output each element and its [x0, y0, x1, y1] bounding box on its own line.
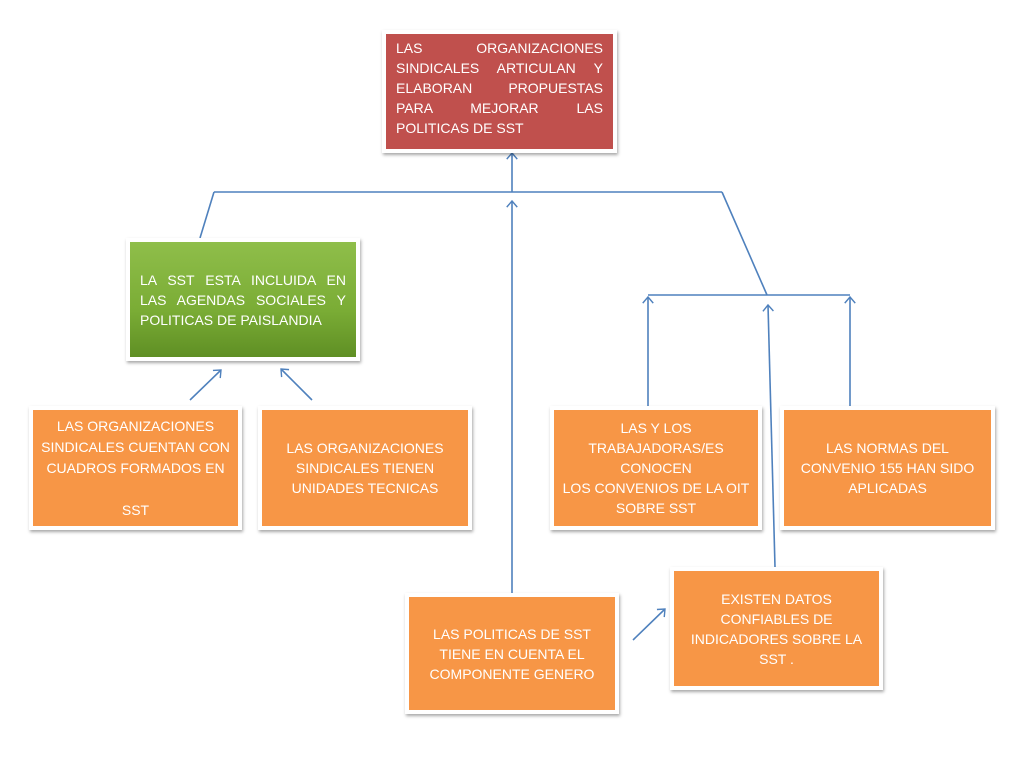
normas-box: LAS NORMAS DEL CONVENIO 155 HAN SIDO APL…: [780, 406, 995, 530]
goal-text: LAS ORGANIZACIONES SINDICALES ARTICULAN …: [396, 40, 603, 136]
agenda-text: LA SST ESTA INCLUIDA EN LAS AGENDAS SOCI…: [140, 271, 346, 328]
arrow-cuadros-to-agenda: [189, 369, 222, 401]
normas-text: LAS NORMAS DEL CONVENIO 155 HAN SIDO APL…: [800, 440, 975, 496]
goal-box: LAS ORGANIZACIONES SINDICALES ARTICULAN …: [382, 30, 617, 153]
arrow-genero-to-datos: [632, 608, 666, 641]
connector-agenda-up: [199, 191, 215, 239]
datos-text: EXISTEN DATOS CONFIABLES DE INDICADORES …: [690, 590, 863, 667]
arrow-datos-up: [762, 303, 776, 568]
agenda-box: LA SST ESTA INCLUIDA EN LAS AGENDAS SOCI…: [126, 238, 360, 361]
genero-text: LAS POLITICAS DE SST TIENE EN CUENTA EL …: [429, 625, 595, 682]
arrow-unidades-to-agenda: [280, 368, 313, 401]
cuadros-text: LAS ORGANIZACIONES SINDICALES CUENTAN CO…: [41, 417, 230, 518]
datos-box: EXISTEN DATOS CONFIABLES DE INDICADORES …: [670, 567, 883, 690]
genero-box: LAS POLITICAS DE SST TIENE EN CUENTA EL …: [405, 593, 619, 714]
connector-right-down: [721, 191, 768, 296]
unidades-box: LAS ORGANIZACIONES SINDICALES TIENEN UNI…: [258, 406, 472, 530]
cuadros-box: LAS ORGANIZACIONES SINDICALES CUENTAN CO…: [29, 406, 242, 530]
convenios-text: LAS Y LOS TRABAJADORAS/ES CONOCEN LOS CO…: [562, 420, 750, 516]
unidades-text: LAS ORGANIZACIONES SINDICALES TIENEN UNI…: [286, 440, 444, 496]
convenios-box: LAS Y LOS TRABAJADORAS/ES CONOCEN LOS CO…: [550, 406, 762, 530]
